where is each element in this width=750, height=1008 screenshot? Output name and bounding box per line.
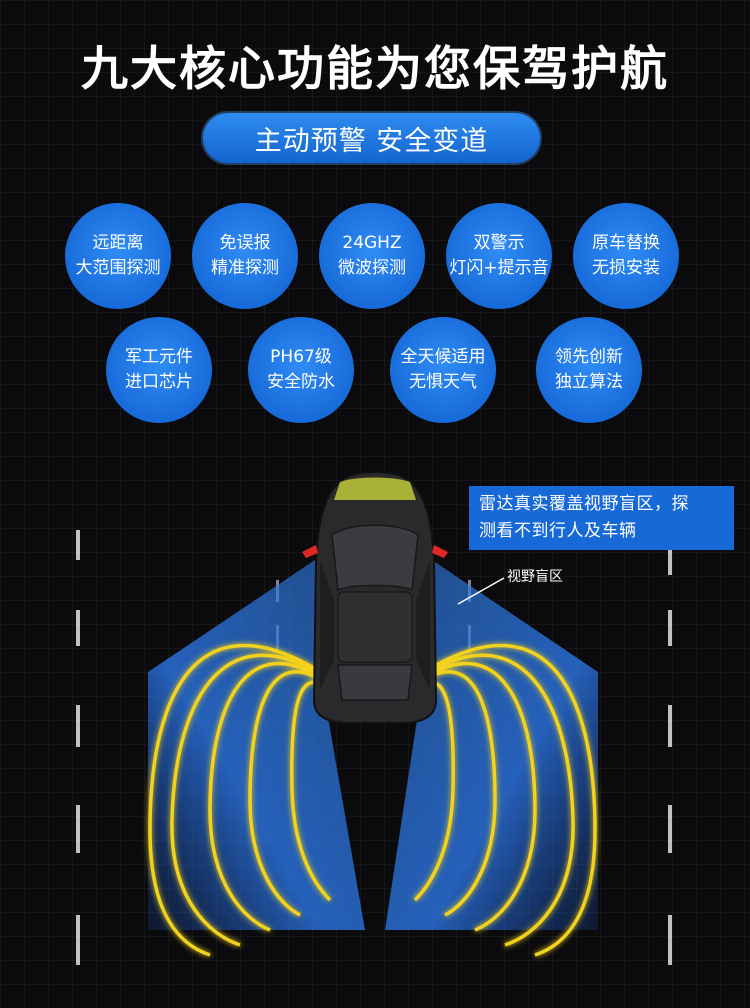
feature-line2: 大范围探测 [75,258,161,278]
car-top-view [302,471,448,724]
feature-line1: 24GHZ [342,233,402,253]
feature-line2: 精准探测 [211,258,279,278]
feature-line1: 远距离 [92,233,144,253]
feature-line1: 免误报 [219,233,271,253]
feature-independent-algorithm: 领先创新 独立算法 [536,317,642,423]
feature-dual-alert: 双警示 灯闪+提示音 [446,203,552,309]
feature-line1: 军工元件 [125,347,193,367]
feature-line2: 独立算法 [555,372,623,392]
feature-24ghz: 24GHZ 微波探测 [319,203,425,309]
page-title: 九大核心功能为您保驾护航 [81,42,669,97]
feature-long-range: 远距离 大范围探测 [65,203,171,309]
feature-line2: 微波探测 [338,258,406,278]
feature-line1: 双警示 [473,233,525,253]
subtitle-badge: 主动预警 安全变道 [203,113,540,163]
blind-spot-label: 视野盲区 [507,569,563,585]
feature-military-components: 军工元件 进口芯片 [106,317,212,423]
feature-line2: 无惧天气 [409,372,477,392]
feature-oem-replacement: 原车替换 无损安装 [573,203,679,309]
feature-line2: 进口芯片 [125,372,193,392]
feature-no-false-alarm: 免误报 精准探测 [192,203,298,309]
left-radar-beam [148,560,365,930]
feature-line1: 全天候适用 [400,347,486,367]
callout-line2: 测看不到行人及车辆 [479,521,637,541]
feature-line1: 领先创新 [555,347,623,367]
left-detection-waves [148,643,347,957]
radar-coverage-callout: 雷达真实覆盖视野盲区，探 测看不到行人及车辆 [469,486,734,550]
feature-line1: PH67级 [270,347,332,367]
feature-all-weather: 全天候适用 无惧天气 [390,317,496,423]
feature-waterproof: PH67级 安全防水 [248,317,354,423]
feature-line2: 无损安装 [592,258,660,278]
feature-line2: 灯闪+提示音 [449,258,549,278]
blind-spot-pointer [457,577,505,605]
callout-line1: 雷达真实覆盖视野盲区，探 [479,494,689,514]
lane-markings [76,530,672,965]
right-detection-waves [398,643,597,957]
feature-line1: 原车替换 [592,233,660,253]
feature-line2: 安全防水 [267,372,335,392]
